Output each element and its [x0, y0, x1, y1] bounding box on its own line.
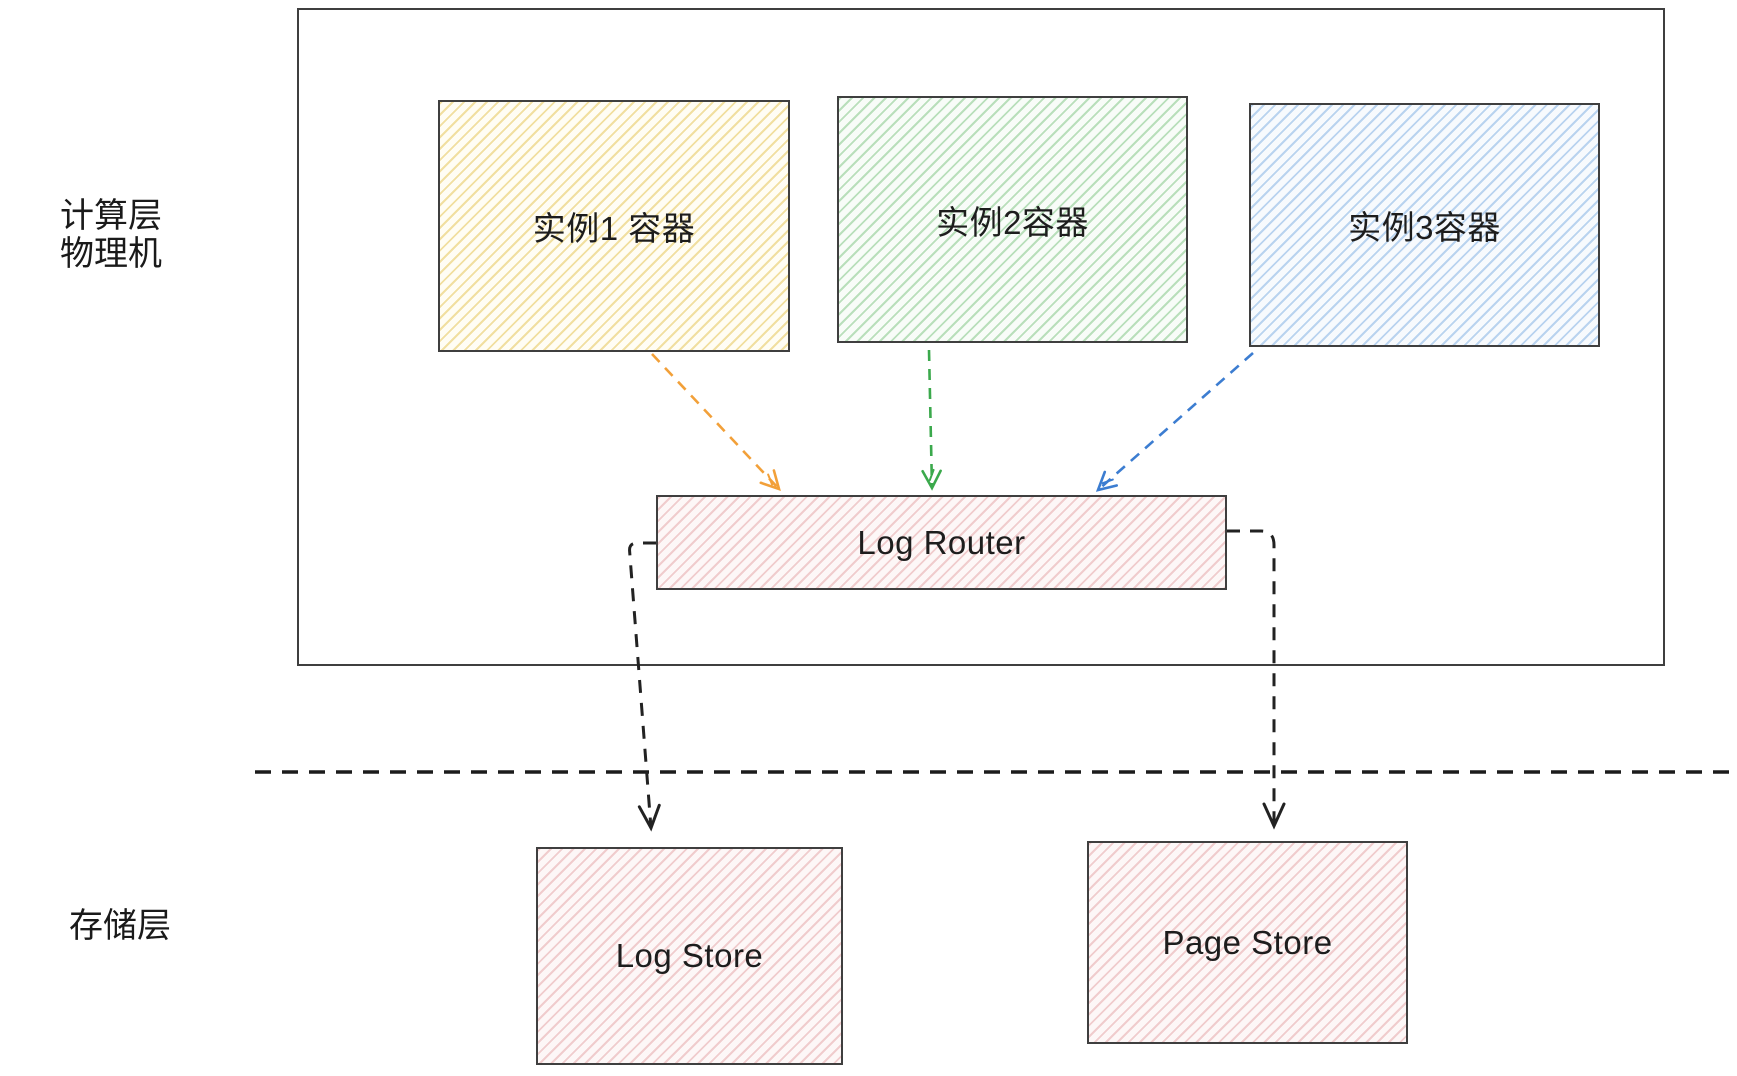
node-page-store: Page Store	[1087, 841, 1408, 1044]
node-page-store-label: Page Store	[1162, 923, 1333, 961]
node-instance3-label: 实例3容器	[1348, 209, 1501, 246]
node-log-router: Log Router	[656, 495, 1227, 590]
node-instance1-label: 实例1 容器	[532, 210, 696, 247]
storage-layer-label: 存储层	[69, 907, 171, 945]
compute-layer-label-line1: 计算层	[60, 197, 162, 235]
node-instance2-label: 实例2容器	[936, 203, 1089, 241]
compute-layer-label-line2: 物理机	[60, 235, 162, 273]
node-log-store-label: Log Store	[615, 937, 764, 974]
node-instance3-container: 实例3容器	[1249, 103, 1600, 347]
node-log-store: Log Store	[536, 847, 843, 1065]
node-instance1-container: 实例1 容器	[438, 100, 790, 352]
node-log-router-label: Log Router	[857, 523, 1026, 561]
compute-layer-box	[297, 8, 1665, 666]
node-instance2-container: 实例2容器	[837, 96, 1188, 343]
compute-layer-label: 计算层 物理机	[31, 197, 191, 273]
